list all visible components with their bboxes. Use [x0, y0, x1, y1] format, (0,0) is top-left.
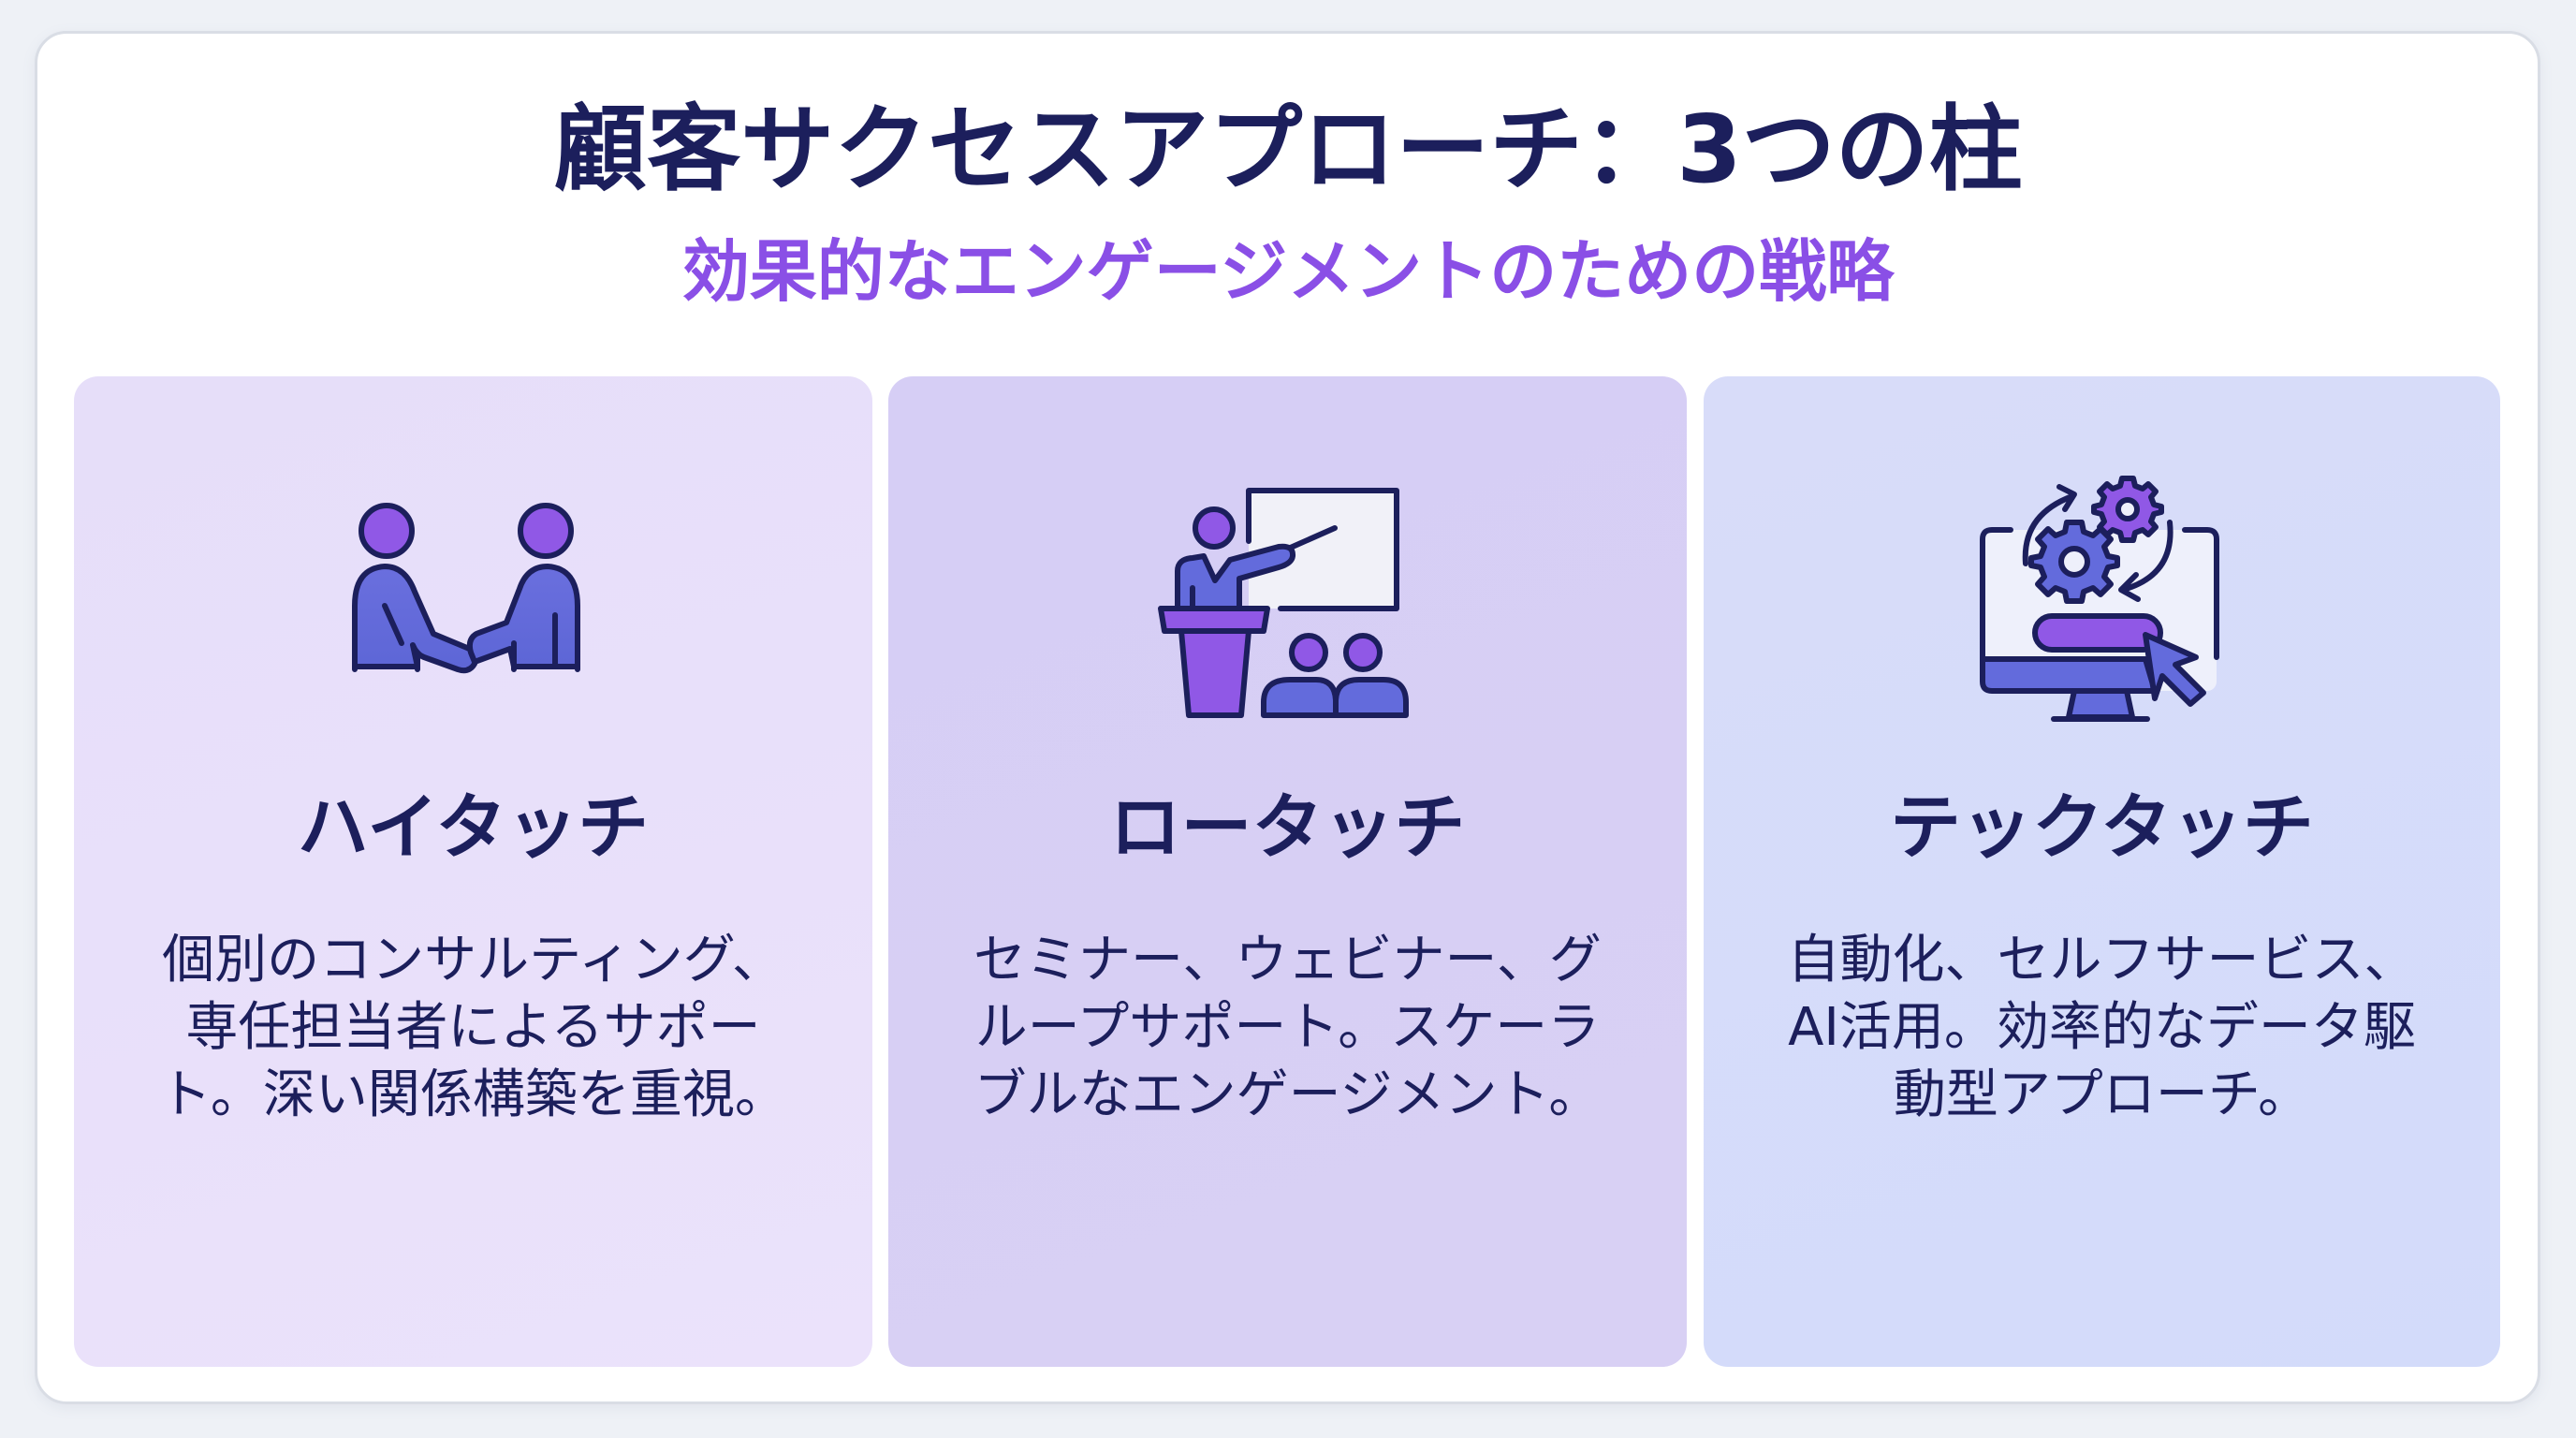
description-line: セミナー、ウェビナー、グ: [973, 930, 1602, 990]
slide-subtitle: 効果的なエンゲージメントのための戦略: [681, 232, 1895, 311]
description-line: 専任担当者によるサポー: [185, 997, 761, 1058]
pillar-heading: ロータッチ: [1109, 785, 1466, 869]
pillar-card-high-touch: ハイタッチ 個別のコンサルティング、 専任担当者によるサポー ト。深い関係構築を…: [74, 376, 872, 1367]
pillar-card-tech-touch: テックタッチ 自動化、セルフサービス、 AI活用。効率的なデータ駆 動型アプロー…: [1704, 376, 2500, 1367]
presentation-icon: [1138, 470, 1438, 732]
handshake-icon: [347, 503, 600, 681]
description-line: ループサポート。スケーラ: [974, 997, 1601, 1058]
pillar-description: 個別のコンサルティング、 専任担当者によるサポー ト。深い関係構築を重視。: [74, 927, 872, 1129]
description-line: 自動化、セルフサービス、: [1787, 930, 2417, 990]
automation-monitor-icon: [1962, 470, 2243, 732]
pillar-description: セミナー、ウェビナー、グ ループサポート。スケーラ ブルなエンゲージメント。: [888, 927, 1687, 1129]
pillar-description: 自動化、セルフサービス、 AI活用。効率的なデータ駆 動型アプローチ。: [1704, 927, 2500, 1129]
description-line: ブルなエンゲージメント。: [973, 1064, 1602, 1125]
description-line: AI活用。効率的なデータ駆: [1788, 997, 2416, 1058]
pillar-heading: テックタッチ: [1890, 785, 2314, 869]
description-line: 動型アプローチ。: [1893, 1064, 2311, 1125]
slide-title: 顧客サクセスアプローチ：3つの柱: [553, 95, 2023, 204]
description-line: ト。深い関係構築を重視。: [159, 1064, 787, 1125]
pillar-heading: ハイタッチ: [297, 785, 650, 869]
description-line: 個別のコンサルティング、: [162, 930, 784, 990]
pillar-card-low-touch: ロータッチ セミナー、ウェビナー、グ ループサポート。スケーラ ブルなエンゲージ…: [888, 376, 1687, 1367]
